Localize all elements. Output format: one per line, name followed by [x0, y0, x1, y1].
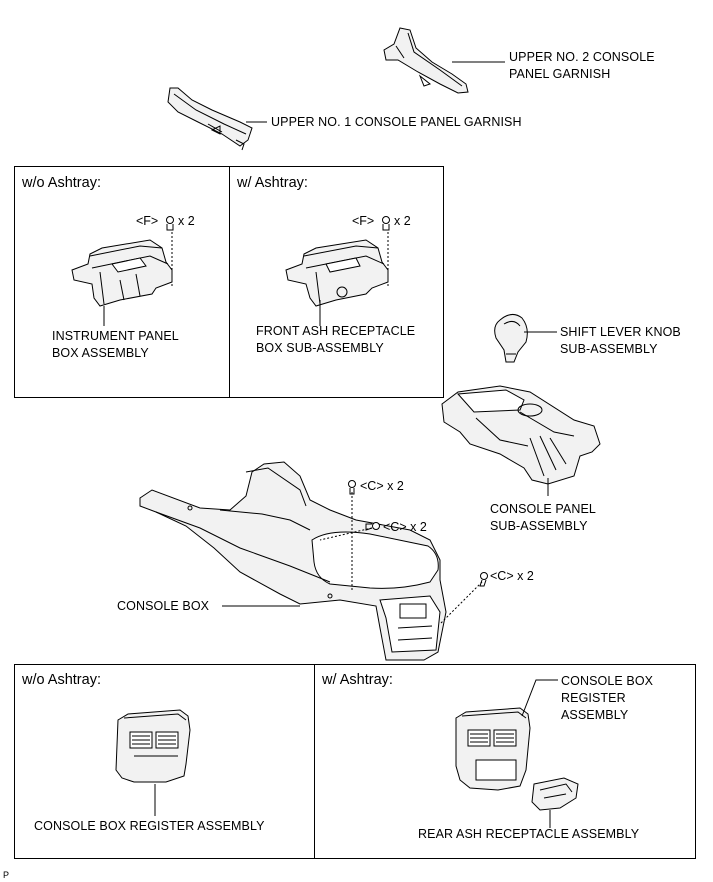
register-w-leader	[521, 679, 558, 717]
console-box-label: CONSOLE BOX	[117, 599, 210, 613]
fastener-f-right-code: <F>	[352, 214, 375, 228]
fastener-c-right: <C> x 2	[490, 569, 534, 583]
rear-ash-drawing	[531, 777, 579, 811]
upper-no1-garnish-drawing	[167, 87, 253, 151]
clip-f-right-icon	[382, 216, 390, 231]
register-w-drawing	[455, 707, 531, 791]
front-ash-box-drawing	[285, 239, 389, 307]
fastener-f-right-qty: x 2	[394, 214, 411, 228]
fastener-c-mid: <C> x 2	[383, 520, 427, 534]
top-right-box-title: w/ Ashtray:	[237, 175, 308, 191]
instrument-panel-label-line2: BOX ASSEMBLY	[52, 346, 149, 360]
upper-no2-garnish-drawing	[383, 27, 469, 94]
register-wo-drawing	[115, 709, 191, 783]
bottom-right-frame	[314, 664, 696, 859]
bottom-right-box-title: w/ Ashtray:	[322, 672, 393, 688]
shift-knob-drawing	[494, 314, 528, 363]
top-left-box-title: w/o Ashtray:	[22, 175, 101, 191]
console-box-drawing	[139, 461, 447, 661]
shift-knob-label-line2: SUB-ASSEMBLY	[560, 342, 658, 356]
register-w-label-line1: CONSOLE BOX	[561, 674, 654, 688]
front-ash-label-line2: BOX SUB-ASSEMBLY	[256, 341, 384, 355]
instrument-panel-box-drawing	[71, 239, 173, 307]
fastener-f-left-qty: x 2	[178, 214, 195, 228]
upper-no1-label: UPPER NO. 1 CONSOLE PANEL GARNISH	[271, 115, 522, 129]
register-w-label-line3: ASSEMBLY	[561, 708, 629, 722]
top-right-frame	[229, 166, 444, 398]
upper-no2-label-line2: PANEL GARNISH	[509, 67, 611, 81]
upper-no2-label-line1: UPPER NO. 2 CONSOLE	[509, 50, 655, 64]
rear-ash-label: REAR ASH RECEPTACLE ASSEMBLY	[418, 827, 640, 841]
console-panel-label-line2: SUB-ASSEMBLY	[490, 519, 588, 533]
screw-c-top-icon	[348, 480, 356, 495]
clip-f-left-icon	[166, 216, 174, 231]
console-panel-label-line1: CONSOLE PANEL	[490, 502, 596, 516]
register-wo-label: CONSOLE BOX REGISTER ASSEMBLY	[34, 819, 265, 833]
shift-knob-label-line1: SHIFT LEVER KNOB	[560, 325, 681, 339]
fastener-f-left-code: <F>	[136, 214, 159, 228]
bottom-left-box-title: w/o Ashtray:	[22, 672, 101, 688]
screw-c-right-icon	[479, 572, 488, 587]
instrument-panel-label-line1: INSTRUMENT PANEL	[52, 329, 179, 343]
front-ash-label-line1: FRONT ASH RECEPTACLE	[256, 324, 416, 338]
screw-c-mid-icon	[365, 522, 380, 531]
corner-code: P	[3, 870, 10, 880]
fastener-c-top: <C> x 2	[360, 479, 404, 493]
console-panel-drawing	[441, 385, 601, 485]
register-w-label-line2: REGISTER	[561, 691, 626, 705]
